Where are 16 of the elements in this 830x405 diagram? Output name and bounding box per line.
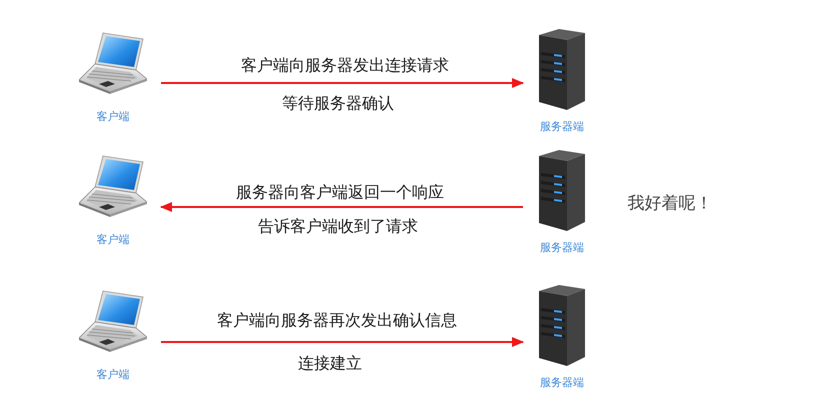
arrow bbox=[161, 78, 524, 88]
node-label: 客户端 bbox=[96, 233, 130, 246]
remark-text: 我好着呢！ bbox=[628, 194, 712, 214]
edge-label: 客户端向服务器再次发出确认信息 bbox=[217, 310, 457, 330]
node-label: 服务器端 bbox=[540, 120, 584, 133]
edge-label: 客户端向服务器发出连接请求 bbox=[241, 56, 449, 74]
note-text: 告诉客户端收到了请求 bbox=[258, 216, 418, 236]
arrow bbox=[161, 337, 524, 347]
node-label: 客户端 bbox=[96, 110, 130, 123]
note-text: 连接建立 bbox=[298, 354, 362, 372]
arrow bbox=[160, 202, 523, 212]
node-label: 服务器端 bbox=[540, 376, 584, 389]
node-label: 服务器端 bbox=[540, 241, 584, 254]
node-label: 客户端 bbox=[96, 368, 130, 381]
note-text: 等待服务器确认 bbox=[282, 94, 394, 112]
edge-label: 服务器向客户端返回一个响应 bbox=[236, 182, 444, 202]
